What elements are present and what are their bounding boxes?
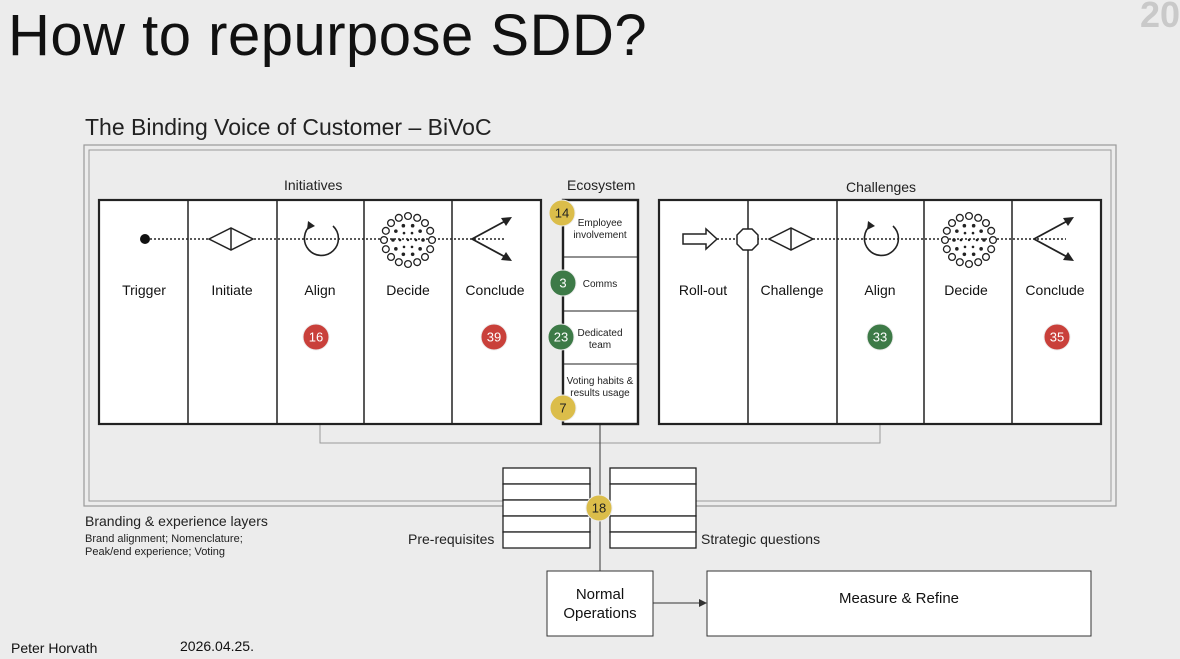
svg-text:23: 23 (554, 330, 568, 345)
measure-refine-label: Measure & Refine (838, 590, 960, 607)
decide-dots-icon (379, 211, 437, 269)
step-align: Align (304, 282, 336, 298)
badge-initiatives-conclude: 39 (480, 323, 508, 351)
trigger-dot-icon (140, 234, 150, 244)
badge-voting-habits: 7 (549, 394, 577, 422)
step-challenges-align: Align (864, 282, 896, 298)
normal-operations-label: Normal Operations (563, 586, 637, 622)
measure-refine-box (706, 570, 1092, 637)
eco-dedicated-team: Dedicated team (577, 328, 623, 351)
step-trigger: Trigger (122, 282, 166, 298)
branding-label: Branding & experience layers (85, 513, 268, 529)
challenge-align-cycle-icon (863, 221, 900, 257)
step-conclude: Conclude (465, 282, 525, 298)
flow-arrow-head (699, 599, 707, 607)
challenges-label: Challenges (846, 179, 917, 195)
prerequisites-label: Pre-requisites (408, 531, 495, 547)
branding-detail-2: Peak/end experience; Voting (85, 546, 226, 558)
footer-date: 2026.04.25. (180, 638, 254, 654)
step-challenges-decide: Decide (944, 282, 988, 298)
svg-text:33: 33 (873, 330, 887, 345)
branding-detail-1: Brand alignment; Nomenclature; (85, 533, 243, 545)
svg-text:7: 7 (559, 401, 566, 416)
initiatives-panel (97, 198, 543, 426)
challenge-decide-dots-icon (940, 211, 998, 269)
normal-operations-box (546, 570, 654, 637)
slide-title: How to repurpose SDD? (8, 3, 648, 68)
prerequisites-stack (502, 467, 591, 549)
footer-author: Peter Horvath (11, 640, 98, 656)
eco-voting-habits: Voting habits & results usage (566, 376, 634, 399)
badge-dedicated-team: 23 (547, 323, 575, 351)
svg-text:16: 16 (309, 330, 323, 345)
step-rollout: Roll-out (678, 282, 728, 298)
challenge-conclude-arrows-icon (1033, 217, 1074, 261)
step-challenge: Challenge (760, 282, 824, 298)
challenge-diamond-icon (767, 227, 815, 251)
step-initiate: Initiate (211, 282, 253, 298)
align-cycle-icon (303, 221, 340, 257)
initiate-diamond-icon (207, 227, 255, 251)
strategic-questions-stack (609, 467, 697, 549)
badge-comms: 3 (549, 269, 577, 297)
step-decide: Decide (386, 282, 430, 298)
octagon-icon (736, 228, 759, 251)
badge-employee-involvement: 14 (548, 199, 576, 227)
svg-text:18: 18 (592, 501, 606, 516)
ecosystem-column (561, 198, 640, 426)
ecosystem-label: Ecosystem (567, 177, 636, 193)
eco-employee-involvement: Employee involvement (573, 218, 627, 241)
slide-number: 20 (1140, 0, 1180, 35)
conclude-arrows-icon (471, 217, 512, 261)
badge-challenges-conclude: 35 (1043, 323, 1071, 351)
svg-text:14: 14 (555, 206, 569, 221)
challenges-panel (657, 198, 1103, 426)
svg-text:35: 35 (1050, 330, 1064, 345)
strategic-questions-label: Strategic questions (701, 531, 821, 547)
badge-prerequisites: 18 (585, 494, 613, 522)
step-challenges-conclude: Conclude (1025, 282, 1085, 298)
eco-comms: Comms (582, 279, 618, 290)
svg-text:39: 39 (487, 330, 501, 345)
diagram-title: The Binding Voice of Customer – BiVoC (85, 114, 492, 140)
badge-challenges-align: 33 (866, 323, 894, 351)
initiatives-label: Initiatives (284, 177, 343, 193)
badge-initiatives-align: 16 (302, 323, 330, 351)
rollout-arrow-icon (682, 227, 719, 251)
svg-text:3: 3 (559, 276, 566, 291)
